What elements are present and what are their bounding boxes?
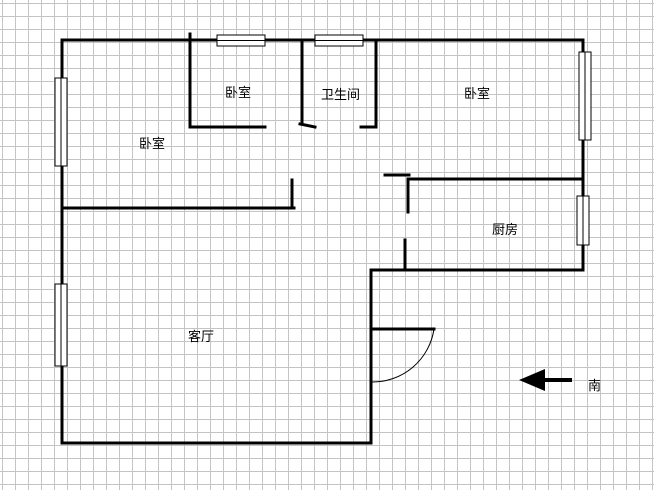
- compass-label-south: 南: [588, 378, 601, 394]
- room-label-bedroom-top: 卧室: [225, 85, 251, 101]
- window-left-lower: [54, 283, 68, 367]
- window-left-upper: [54, 77, 68, 167]
- room-label-bedroom-left: 卧室: [139, 136, 165, 152]
- room-label-kitchen: 厨房: [492, 222, 518, 238]
- windows: [54, 34, 592, 367]
- entrance-door: [371, 328, 435, 383]
- window-top-left: [216, 34, 266, 47]
- room-label-bedroom-right: 卧室: [464, 86, 490, 102]
- window-top-bathroom: [314, 34, 364, 47]
- arrow-left-icon: [519, 369, 572, 391]
- compass: 南: [519, 369, 601, 394]
- wall-bath-door-stub: [298, 122, 317, 129]
- window-right-bedroom: [578, 51, 592, 141]
- room-label-bathroom: 卫生间: [321, 88, 360, 103]
- door-swing-arc: [371, 328, 435, 383]
- walls: [60, 32, 585, 445]
- window-right-kitchen: [576, 195, 590, 246]
- room-label-living-room: 客厅: [188, 329, 214, 345]
